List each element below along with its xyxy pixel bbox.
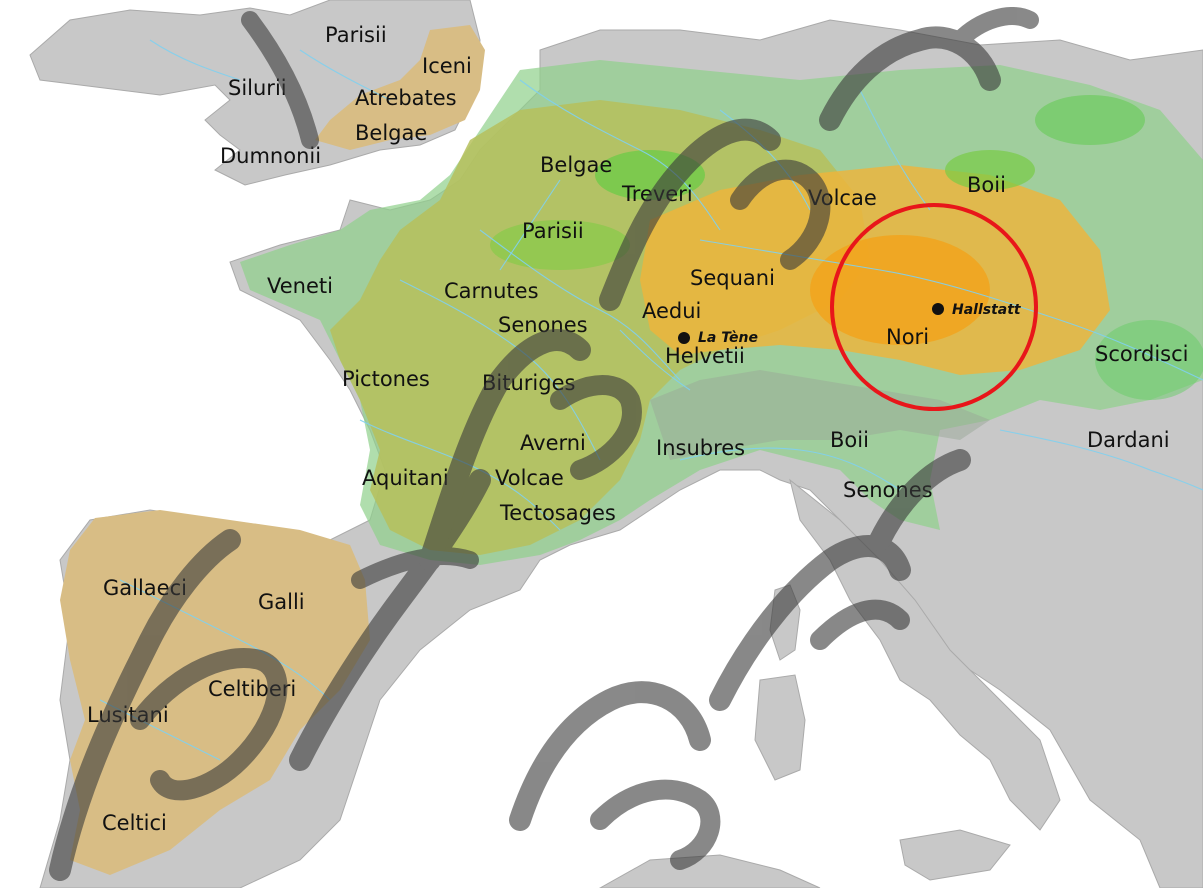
label-dardani: Dardani — [1087, 428, 1170, 452]
hallstatt-marker — [932, 303, 944, 315]
iberia-area — [60, 510, 370, 875]
label-belgae-gaul: Belgae — [540, 153, 612, 177]
label-parisii-gaul: Parisii — [522, 219, 584, 243]
label-scordisci: Scordisci — [1095, 342, 1188, 366]
core-center — [810, 235, 990, 345]
label-helvetii: Helvetii — [665, 344, 745, 368]
north-africa-landmass — [598, 854, 821, 888]
la-tene-marker — [678, 332, 690, 344]
label-nori: Nori — [886, 325, 929, 349]
italy-landmass — [789, 478, 1061, 831]
watermark — [49, 7, 1039, 881]
label-sequani: Sequani — [690, 266, 775, 290]
label-pictones: Pictones — [342, 367, 430, 391]
label-insubres: Insubres — [656, 436, 745, 460]
label-aedui: Aedui — [642, 299, 701, 323]
label-iceni: Iceni — [422, 54, 472, 78]
label-la-tene: La Tène — [698, 330, 758, 346]
label-belgae-britain: Belgae — [355, 121, 427, 145]
label-silurii: Silurii — [228, 76, 287, 100]
label-volcae-south: Volcae — [495, 466, 564, 490]
label-averni: Averni — [520, 431, 586, 455]
hallstatt-circle — [830, 203, 1038, 411]
label-carnutes: Carnutes — [444, 279, 539, 303]
label-veneti: Veneti — [267, 274, 333, 298]
label-aquitani: Aquitani — [362, 466, 449, 490]
label-boii-italy: Boii — [830, 428, 869, 452]
britain-area — [315, 25, 485, 150]
sicily-landmass — [899, 829, 1011, 881]
green-patch-boii — [945, 150, 1035, 190]
label-galli: Galli — [258, 590, 305, 614]
green-patch-east — [1035, 95, 1145, 145]
label-atrebates: Atrebates — [355, 86, 457, 110]
alps-relief — [650, 370, 990, 460]
label-dumnonii: Dumnonii — [220, 144, 321, 168]
label-parisii-britain: Parisii — [325, 23, 387, 47]
sardinia-landmass — [754, 674, 806, 781]
label-celtici: Celtici — [102, 811, 167, 835]
label-hallstatt: Hallstatt — [952, 302, 1022, 318]
label-tectosages: Tectosages — [499, 501, 616, 525]
label-boii-north: Boii — [967, 173, 1006, 197]
rivers — [99, 39, 1203, 761]
green-patch-scordisci — [1095, 320, 1203, 400]
